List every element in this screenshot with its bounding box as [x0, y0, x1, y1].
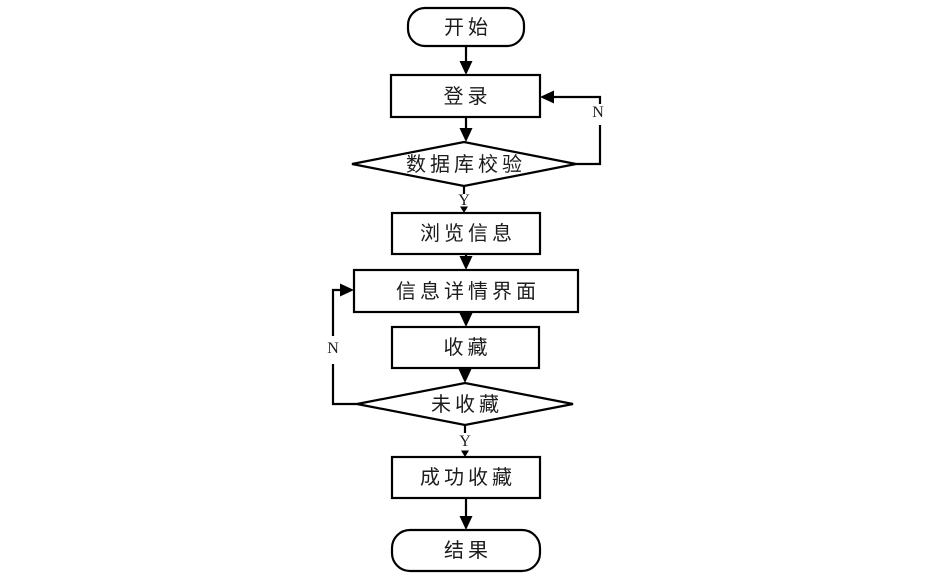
arrowhead-collect-notcollected [458, 369, 472, 383]
node-not-collected-decision [356, 381, 574, 427]
edge-notcollected-no-lower [331, 364, 357, 406]
label-db-check: 数据库校验 [406, 154, 526, 176]
arrowhead-success-result [459, 516, 473, 530]
label-result: 结果 [444, 540, 492, 562]
branch-label-dbcheck-yes: Y [458, 192, 470, 209]
arrowhead-dbcheck-login [540, 90, 554, 104]
node-login-process [389, 73, 542, 119]
label-start: 开始 [444, 17, 492, 39]
label-not-collected: 未收藏 [431, 394, 503, 416]
branch-label-notcollected-no: N [327, 340, 339, 357]
label-success: 成功收藏 [420, 467, 516, 489]
arrowhead-dbcheck-browse [460, 206, 468, 213]
arrowhead-browse-detail [459, 256, 473, 270]
branch-label-dbcheck-no: N [592, 104, 604, 121]
label-login: 登录 [443, 86, 492, 108]
edge-dbcheck-no-upper [554, 95, 602, 104]
edge-notcollected-no-upper [331, 288, 342, 336]
edge-dbcheck-no-lower [576, 125, 602, 166]
arrowhead-notcollected-success [461, 450, 469, 457]
arrowhead-detail-collect [459, 313, 473, 327]
node-browse-process [390, 211, 542, 256]
label-detail: 信息详情界面 [396, 281, 540, 303]
label-collect: 收藏 [443, 337, 492, 359]
node-success-process [390, 455, 542, 500]
arrowhead-login-dbcheck [459, 128, 473, 142]
arrowhead-notcollected-detail [340, 283, 354, 297]
arrowhead-start-login [459, 61, 473, 75]
label-browse: 浏览信息 [420, 223, 516, 245]
branch-label-notcollected-yes: Y [459, 433, 471, 450]
